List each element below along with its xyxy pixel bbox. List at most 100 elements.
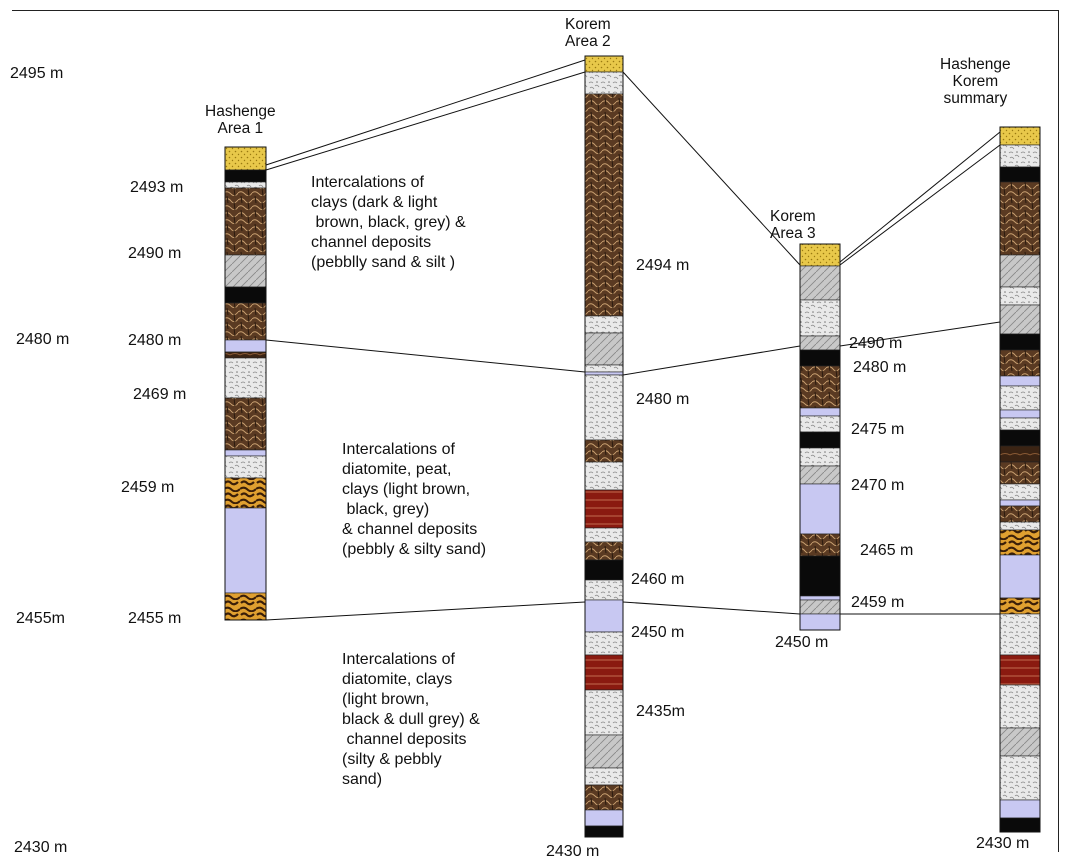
layer-blue	[999, 375, 1041, 387]
layer-clay	[999, 755, 1041, 801]
column-a3	[799, 243, 841, 631]
depth-label-a1: 2459 m	[121, 479, 175, 496]
left-axis-label: 2495 m	[10, 65, 64, 82]
layer-blue	[799, 407, 841, 417]
unit-description-middle: Intercalations of diatomite, peat, clays…	[342, 441, 487, 558]
layer-clay	[224, 357, 267, 399]
layer-clay	[584, 461, 624, 491]
left-axis-label: 2455m	[16, 610, 65, 627]
depth-label-a1: 2490 m	[128, 245, 182, 262]
layer-sand	[799, 243, 841, 267]
layer-black	[224, 286, 267, 304]
layer-brown	[224, 302, 267, 341]
layer-brown	[999, 349, 1041, 377]
layer-brown	[224, 187, 267, 256]
layer-brown	[999, 505, 1041, 523]
layer-clay	[999, 684, 1041, 729]
layer-peat	[224, 477, 267, 509]
layer-sand	[584, 55, 624, 73]
layer-blue	[224, 449, 267, 457]
left-axis-label: 2480 m	[16, 331, 70, 348]
correlation-line	[265, 339, 586, 373]
depth-label-a1: 2493 m	[130, 179, 184, 196]
layer-clay	[999, 385, 1041, 411]
lithology-columns	[224, 55, 1041, 838]
layer-blue	[224, 507, 267, 594]
unit-description-lower: Intercalations of diatomite, clays (ligh…	[342, 651, 480, 788]
layer-black	[999, 429, 1041, 447]
layer-clay	[799, 447, 841, 467]
correlation-line	[839, 131, 1001, 263]
layer-black	[799, 555, 841, 597]
depth-label-a3: 2450 m	[775, 634, 829, 651]
layer-brown	[224, 397, 267, 451]
column-title-hashenge-area-1: Hashenge Area 1	[205, 103, 276, 137]
layer-blue	[224, 339, 267, 353]
layer-clay	[999, 144, 1041, 168]
layer-dbrown	[224, 351, 267, 359]
layer-blue	[799, 595, 841, 601]
layer-black	[584, 825, 624, 838]
layer-clay	[584, 767, 624, 786]
layer-peat	[999, 597, 1041, 615]
layer-brown	[584, 784, 624, 811]
layer-sand	[224, 146, 267, 171]
left-axis-label: 2430 m	[14, 839, 68, 856]
depth-label-a2: 2450 m	[631, 624, 685, 641]
depth-label-a3: 2459 m	[851, 594, 905, 611]
correlation-line	[265, 71, 586, 171]
layer-grey	[999, 727, 1041, 757]
layer-clay	[799, 299, 841, 337]
layer-clay	[224, 455, 267, 479]
layer-blue	[584, 809, 624, 827]
correlation-line	[622, 601, 801, 615]
layer-clay	[584, 527, 624, 543]
depth-label-a2: 2480 m	[636, 391, 690, 408]
layer-black	[999, 817, 1041, 833]
column-sum	[999, 126, 1041, 833]
depth-label-a2: 2494 m	[636, 257, 690, 274]
layer-brown	[799, 365, 841, 409]
layer-clay	[999, 483, 1041, 501]
layer-clay	[584, 689, 624, 736]
layer-clay	[584, 631, 624, 656]
column-outline	[799, 243, 841, 631]
layer-clay	[224, 181, 267, 189]
layer-blue	[999, 499, 1041, 507]
layer-grey	[799, 599, 841, 615]
layer-black	[224, 169, 267, 183]
layer-clay	[999, 286, 1041, 306]
layer-peat	[999, 529, 1041, 556]
layer-red	[584, 654, 624, 691]
layer-brown	[799, 533, 841, 557]
layer-clay	[584, 364, 624, 373]
correlation-line	[839, 144, 1001, 266]
layer-brown	[999, 181, 1041, 256]
layer-clay	[999, 521, 1041, 531]
depth-label-a2: 2435m	[636, 703, 685, 720]
column-title-summary: Hashenge Korem summary	[940, 56, 1011, 107]
column-title-korem-area-2: Korem Area 2	[565, 16, 611, 50]
layer-grey	[584, 734, 624, 769]
depth-label-a3: 2470 m	[851, 477, 905, 494]
layer-clay	[584, 315, 624, 334]
column-a2	[584, 55, 624, 838]
layer-black	[584, 559, 624, 581]
layer-grey	[799, 265, 841, 301]
layer-blue	[584, 371, 624, 376]
layer-clay	[999, 613, 1041, 656]
layer-clay	[584, 71, 624, 95]
column-outline	[224, 146, 267, 621]
layer-clay	[584, 579, 624, 601]
column-a1	[224, 146, 267, 621]
layer-grey	[799, 465, 841, 485]
unit-description-upper: Intercalations of clays (dark & light br…	[311, 174, 466, 271]
correlation-line	[265, 59, 586, 166]
diagram-frame	[12, 10, 1059, 852]
layer-blue	[999, 554, 1041, 599]
layer-brown	[584, 93, 624, 317]
depth-label-a2: 2460 m	[631, 571, 685, 588]
layer-brown	[584, 439, 624, 463]
correlation-line	[839, 321, 1001, 347]
